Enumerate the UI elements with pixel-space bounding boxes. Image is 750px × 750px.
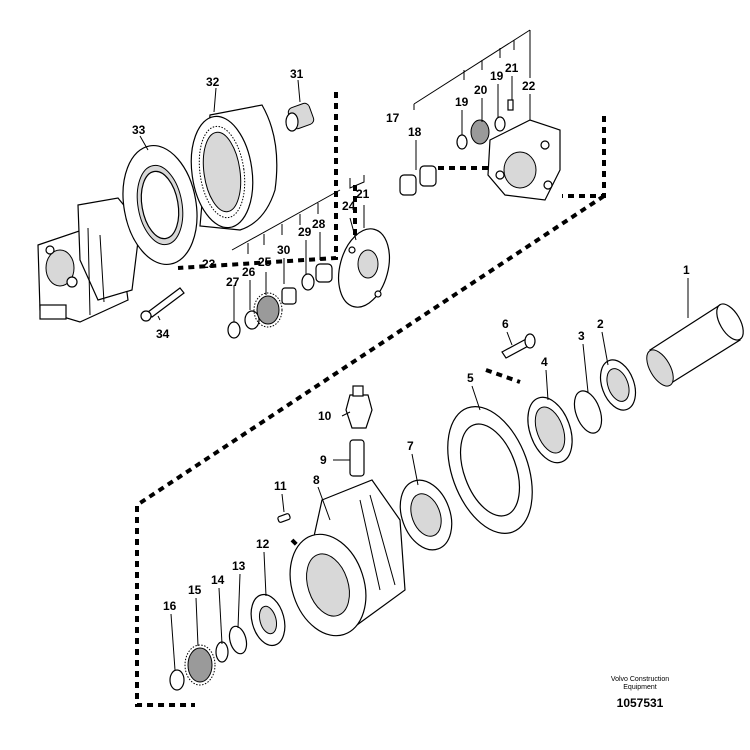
- label-22: 22: [522, 79, 536, 93]
- label-10: 10: [318, 409, 332, 423]
- hydraulic-motor: [37, 197, 141, 323]
- label-5: 5: [467, 371, 474, 385]
- label-18: 18: [408, 125, 422, 139]
- label-17: 17: [386, 111, 400, 125]
- label-20: 20: [474, 83, 488, 97]
- label-25: 25: [258, 255, 272, 269]
- carrier-assembly-17-22: [399, 99, 561, 201]
- assembly-guide-lines: [135, 92, 606, 707]
- label-15: 15: [188, 583, 202, 597]
- part-labels: 1 2 3 4 5 6 7 8 9 10 11 12 13 14 15 16 1…: [132, 61, 690, 613]
- label-1: 1: [683, 263, 690, 277]
- label-33: 33: [132, 123, 146, 137]
- label-21a: 21: [505, 61, 519, 75]
- label-7: 7: [407, 439, 414, 453]
- label-32: 32: [206, 75, 220, 89]
- label-34: 34: [156, 327, 170, 341]
- seals-2-4: [527, 359, 637, 464]
- ring-flange-33: [122, 144, 198, 266]
- flange-ring-5: [447, 406, 533, 534]
- label-31: 31: [290, 67, 304, 81]
- fitting-9-10: [345, 385, 373, 477]
- label-3: 3: [578, 329, 585, 343]
- pinion-31: [285, 102, 315, 132]
- label-27: 27: [226, 275, 240, 289]
- document-footer: Volvo Construction Equipment 1057531: [588, 676, 692, 710]
- label-6: 6: [502, 317, 509, 331]
- housing-8: [289, 479, 406, 637]
- lower-components-12-16: [169, 593, 286, 691]
- label-30: 30: [277, 243, 291, 257]
- label-16: 16: [163, 599, 177, 613]
- label-11: 11: [274, 479, 287, 493]
- label-19b: 19: [490, 69, 504, 83]
- label-2: 2: [597, 317, 604, 331]
- label-9: 9: [320, 453, 327, 467]
- label-4: 4: [541, 355, 548, 369]
- pin-11: [277, 513, 291, 523]
- output-shaft-1: [646, 303, 744, 387]
- label-21b: 21: [356, 187, 370, 201]
- label-19a: 19: [455, 95, 469, 109]
- label-24: 24: [342, 199, 356, 213]
- planet-components-23-30: [227, 263, 333, 339]
- carrier-plate-24: [338, 228, 390, 308]
- label-13: 13: [232, 559, 246, 573]
- brand-line-2: Equipment: [623, 684, 657, 691]
- label-8: 8: [313, 473, 320, 487]
- bearing-7: [399, 479, 453, 551]
- document-number: 1057531: [616, 696, 664, 710]
- bolt-6: [501, 333, 536, 359]
- label-23: 23: [202, 257, 216, 271]
- label-14: 14: [211, 573, 225, 587]
- bolt-34: [140, 287, 185, 322]
- label-12: 12: [256, 537, 270, 551]
- label-28: 28: [312, 217, 326, 231]
- ring-gear-32: [190, 104, 278, 231]
- leader-lines: [139, 29, 689, 671]
- brand-line-1: Volvo Construction: [610, 676, 670, 683]
- label-29: 29: [298, 225, 312, 239]
- label-26: 26: [242, 265, 256, 279]
